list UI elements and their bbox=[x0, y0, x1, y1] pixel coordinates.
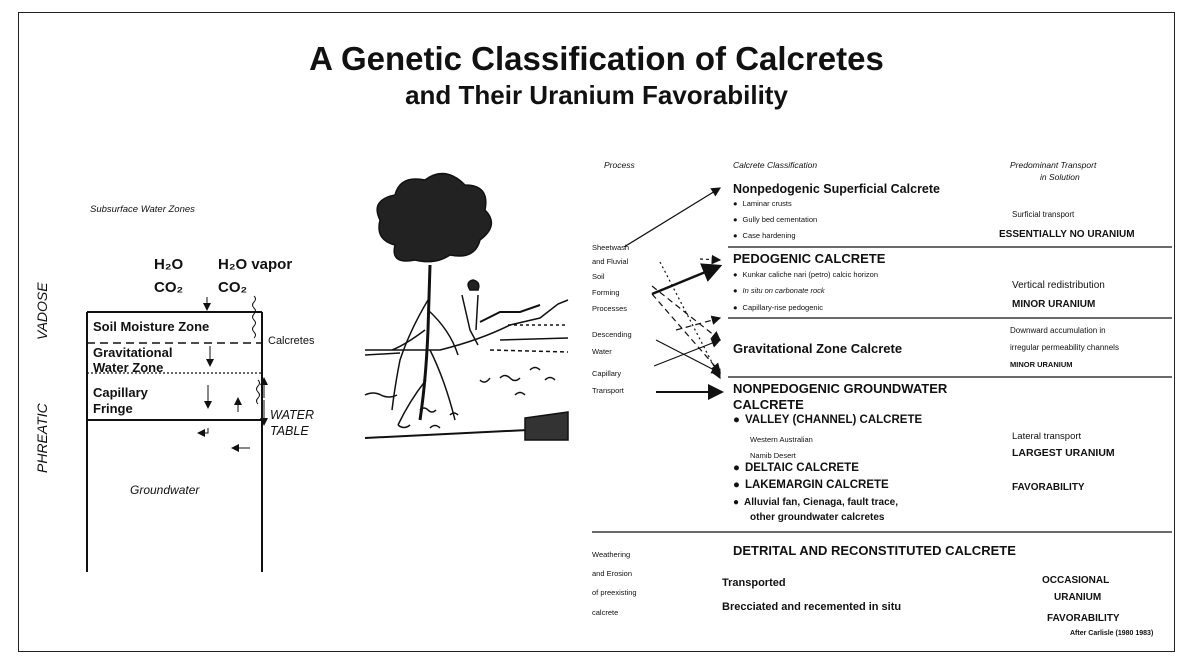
capillary-fringe-line2: Fringe bbox=[93, 401, 133, 416]
minor-uranium-1: MINOR URANIUM bbox=[1012, 299, 1095, 310]
process-processes: Processes bbox=[592, 304, 627, 313]
groundwater-calcrete-title-2: CALCRETE bbox=[733, 397, 804, 412]
process-weathering: Weathering bbox=[592, 550, 630, 559]
process-header: Process bbox=[604, 160, 635, 170]
superficial-item-3: Case hardening bbox=[733, 231, 796, 240]
groundwater-label: Groundwater bbox=[130, 483, 199, 497]
pedogenic-item-2: In situ on carbonate rock bbox=[733, 286, 825, 295]
process-preexisting: of preexisting bbox=[592, 588, 637, 597]
downward-accumulation: Downward accumulation in bbox=[1010, 326, 1106, 335]
gravitational-calcrete-title: Gravitational Zone Calcrete bbox=[733, 341, 902, 356]
subsurface-zones-label: Subsurface Water Zones bbox=[90, 204, 195, 215]
superficial-item-2: Gully bed cementation bbox=[733, 215, 817, 224]
process-sheetwash: Sheetwash bbox=[592, 243, 629, 252]
occasional-label: OCCASIONAL bbox=[1042, 575, 1109, 586]
h2o-label: H₂O bbox=[154, 256, 183, 273]
process-forming: Forming bbox=[592, 288, 620, 297]
water-table-label-2: TABLE bbox=[270, 424, 309, 438]
alluvial-fan-line2: other groundwater calcretes bbox=[750, 512, 884, 523]
surficial-transport: Surficial transport bbox=[1012, 210, 1074, 219]
vadose-label: VADOSE bbox=[34, 282, 50, 340]
gravitational-zone-line2: Water Zone bbox=[93, 360, 163, 375]
valley-calcrete: VALLEY (CHANNEL) CALCRETE bbox=[733, 414, 922, 426]
irregular-permeability: irregular permeability channels bbox=[1010, 343, 1119, 352]
transported-label: Transported bbox=[722, 577, 786, 589]
lateral-transport: Lateral transport bbox=[1012, 431, 1081, 442]
uranium-label: URANIUM bbox=[1054, 592, 1101, 603]
process-erosion: and Erosion bbox=[592, 569, 632, 578]
transport-header-1: Predominant Transport bbox=[1010, 160, 1096, 170]
process-water: Water bbox=[592, 347, 612, 356]
classification-header: Calcrete Classification bbox=[733, 160, 817, 170]
superficial-calcrete-title: Nonpedogenic Superficial Calcrete bbox=[733, 182, 940, 196]
process-soil: Soil bbox=[592, 272, 605, 281]
gravitational-zone-line1: Gravitational bbox=[93, 345, 172, 360]
process-descending: Descending bbox=[592, 330, 632, 339]
superficial-item-1: Laminar crusts bbox=[733, 199, 792, 208]
lakemargin-calcrete: LAKEMARGIN CALCRETE bbox=[733, 479, 889, 491]
pedogenic-item-3: Capillary-rise pedogenic bbox=[733, 303, 823, 312]
tree-landscape-sketch bbox=[365, 174, 568, 440]
water-table-label-1: WATER bbox=[270, 408, 314, 422]
source-credit: After Carlisle (1980 1983) bbox=[1070, 630, 1153, 637]
detrital-calcrete-title: DETRITAL AND RECONSTITUTED CALCRETE bbox=[733, 543, 1016, 558]
pedogenic-item-1: Kunkar caliche nari (petro) calcic horiz… bbox=[733, 270, 878, 279]
process-capillary: Capillary bbox=[592, 369, 621, 378]
co2-label: CO₂ bbox=[154, 279, 183, 296]
co2-label-2: CO₂ bbox=[218, 279, 247, 296]
transport-header-2: in Solution bbox=[1040, 172, 1080, 182]
minor-uranium-2: MINOR URANIUM bbox=[1010, 360, 1073, 369]
capillary-fringe-line1: Capillary bbox=[93, 385, 148, 400]
process-fluvial: and Fluvial bbox=[592, 257, 628, 266]
western-australian: Western Australian bbox=[750, 435, 813, 444]
calcretes-label: Calcretes bbox=[268, 335, 314, 347]
phreatic-label: PHREATIC bbox=[34, 403, 50, 473]
process-calcrete: calcrete bbox=[592, 608, 618, 617]
essentially-no-uranium: ESSENTIALLY NO URANIUM bbox=[999, 229, 1135, 240]
soil-moisture-zone: Soil Moisture Zone bbox=[93, 319, 209, 334]
favorability-2: FAVORABILITY bbox=[1047, 613, 1120, 624]
deltaic-calcrete: DELTAIC CALCRETE bbox=[733, 462, 859, 474]
namib-desert: Namib Desert bbox=[750, 451, 796, 460]
process-transport: Transport bbox=[592, 386, 624, 395]
largest-uranium: LARGEST URANIUM bbox=[1012, 447, 1115, 459]
water-zone-box bbox=[87, 296, 264, 572]
favorability-1: FAVORABILITY bbox=[1012, 482, 1085, 493]
groundwater-calcrete-title-1: NONPEDOGENIC GROUNDWATER bbox=[733, 381, 947, 396]
vertical-redistribution: Vertical redistribution bbox=[1012, 280, 1105, 291]
alluvial-fan-line1: Alluvial fan, Cienaga, fault trace, bbox=[733, 497, 898, 508]
process-arrows bbox=[624, 188, 722, 392]
brecciated-label: Brecciated and recemented in situ bbox=[722, 601, 901, 613]
pedogenic-calcrete-title: PEDOGENIC CALCRETE bbox=[733, 251, 885, 266]
h2o-vapor-label: H₂O vapor bbox=[218, 256, 292, 273]
